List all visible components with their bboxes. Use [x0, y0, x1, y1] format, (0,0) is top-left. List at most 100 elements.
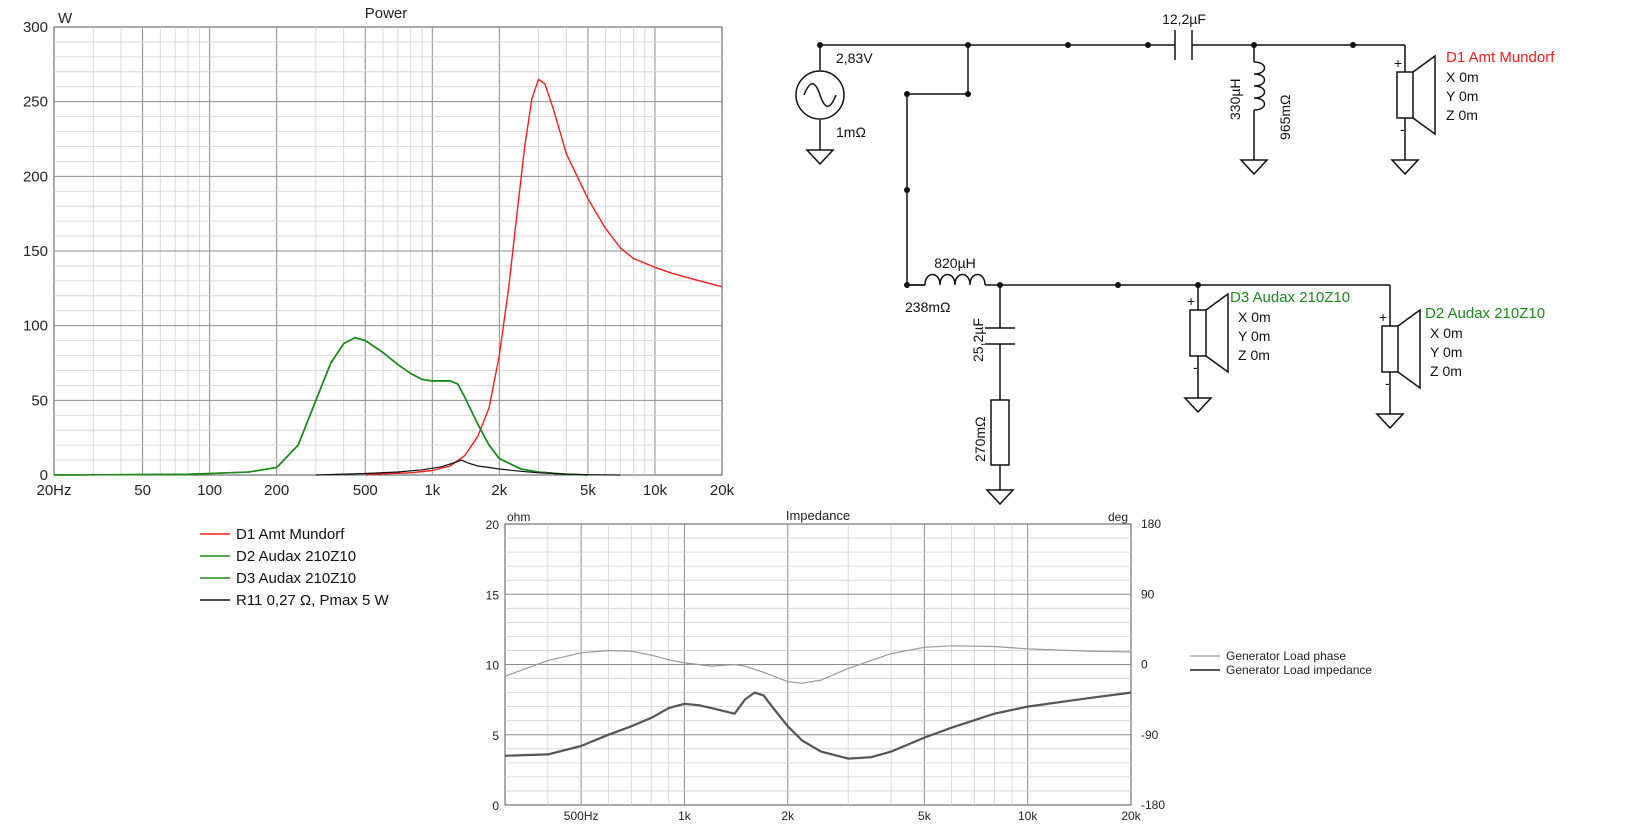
speaker-cone-icon — [1397, 308, 1421, 390]
y2-tick-label: 180 — [1141, 517, 1161, 531]
ground-d2 — [1375, 413, 1405, 430]
y2-tick-label: 90 — [1141, 587, 1155, 601]
x-tick-label: 1k — [678, 809, 692, 823]
d2-plus: + — [1379, 309, 1387, 325]
x-tick-label: 200 — [264, 482, 289, 499]
label-d3-name: D3 Audax 210Z10 — [1230, 289, 1350, 306]
speaker-d1[interactable] — [1396, 54, 1436, 136]
impedance-grid — [505, 524, 1131, 805]
inductor-l1[interactable] — [924, 273, 986, 286]
legend-label-r11: R11 0,27 Ω, Pmax 5 W — [236, 592, 390, 609]
impedance-series — [504, 645, 1132, 760]
schematic-labels: 2,83V 1mΩ 12,2µF 330µH 965mΩ 820µH 238mΩ… — [836, 11, 1555, 462]
x-tick-label: 20k — [710, 482, 735, 499]
d3-minus: - — [1193, 359, 1198, 375]
d1-plus: + — [1394, 55, 1402, 71]
label-d1-name: D1 Amt Mundorf — [1446, 49, 1555, 66]
label-d1-y: Y 0m — [1446, 88, 1478, 104]
impedance-phase-ticks: -180 -90 0 90 180 — [1141, 517, 1165, 812]
label-d3-y: Y 0m — [1238, 328, 1270, 344]
label-source-voltage: 2,83V — [836, 50, 873, 66]
y-tick-label: 100 — [23, 318, 48, 335]
speaker-d3[interactable] — [1189, 292, 1229, 374]
x-tick-label: 500Hz — [564, 809, 599, 823]
speaker-icon — [1396, 71, 1414, 119]
ground-r11 — [985, 489, 1015, 506]
legend-item-d3: D3 Audax 210Z10 — [200, 570, 356, 587]
resistor-r11[interactable] — [990, 399, 1010, 466]
x-tick-label: 1k — [424, 482, 440, 499]
x-tick-label: 2k — [781, 809, 795, 823]
label-l1: 820µH — [934, 255, 976, 271]
x-tick-label: 20Hz — [36, 482, 71, 499]
x-tick-label: 100 — [197, 482, 222, 499]
label-l2: 330µH — [1227, 78, 1243, 120]
y-tick-label: 20 — [486, 518, 500, 532]
d3-plus: + — [1187, 293, 1195, 309]
voltage-source-icon — [795, 70, 845, 120]
crossover-schematic — [795, 30, 1436, 506]
y2-tick-label: -90 — [1141, 728, 1159, 742]
y2-tick-label: -180 — [1141, 798, 1165, 812]
ground-source — [805, 149, 835, 166]
label-r11: 270mΩ — [972, 417, 988, 463]
legend-label-d2: D2 Audax 210Z10 — [236, 548, 356, 565]
capacitor-c1[interactable] — [1174, 30, 1193, 60]
series-line-generator-load-phase — [504, 645, 1132, 684]
speaker-icon — [1189, 309, 1207, 357]
y-tick-label: 5 — [492, 729, 499, 743]
label-d2-y: Y 0m — [1430, 344, 1462, 360]
label-d2-x: X 0m — [1430, 325, 1463, 341]
power-grid — [54, 27, 722, 475]
y-tick-label: 10 — [486, 659, 500, 673]
legend-label-impedance: Generator Load impedance — [1226, 663, 1372, 677]
series-line-r11-0-27-pmax-5-w — [315, 459, 621, 476]
legend-item-d1: D1 Amt Mundorf — [200, 526, 345, 543]
y-tick-label: 150 — [23, 243, 48, 260]
power-series — [53, 78, 723, 476]
ground-l2 — [1239, 159, 1269, 176]
label-l1-resistance: 238mΩ — [905, 299, 951, 315]
legend-item-d2: D2 Audax 210Z10 — [200, 548, 356, 565]
label-source-impedance: 1mΩ — [836, 124, 866, 140]
legend-item-phase: Generator Load phase — [1190, 649, 1346, 663]
x-tick-label: 500 — [353, 482, 378, 499]
legend-item-impedance: Generator Load impedance — [1190, 663, 1372, 677]
voltage-source[interactable] — [795, 70, 845, 120]
y-tick-label: 0 — [492, 799, 499, 813]
capacitor-c2[interactable] — [985, 327, 1015, 345]
junction-dots — [817, 42, 1356, 288]
power-title: Power — [365, 5, 408, 22]
x-tick-label: 5k — [918, 809, 932, 823]
inductor-l2[interactable] — [1253, 61, 1266, 111]
x-tick-label: 5k — [580, 482, 596, 499]
label-d2-z: Z 0m — [1430, 363, 1462, 379]
legend-label-phase: Generator Load phase — [1226, 649, 1346, 663]
speaker-cone-icon — [1205, 292, 1229, 374]
speaker-d2[interactable] — [1381, 308, 1421, 390]
y-tick-label: 300 — [23, 19, 48, 36]
label-c1: 12,2µF — [1162, 11, 1206, 27]
y-tick-label: 50 — [31, 392, 48, 409]
sine-wave-icon — [803, 83, 837, 107]
speaker-cone-icon — [1412, 54, 1436, 136]
impedance-y2-unit: deg — [1108, 510, 1128, 524]
label-d3-x: X 0m — [1238, 309, 1271, 325]
legend-label-d3: D3 Audax 210Z10 — [236, 570, 356, 587]
series-line-d3-audax-210z10 — [53, 336, 588, 476]
x-tick-label: 50 — [134, 482, 151, 499]
x-tick-label: 10k — [643, 482, 668, 499]
label-d1-z: Z 0m — [1446, 107, 1478, 123]
y2-tick-label: 0 — [1141, 658, 1148, 672]
label-d1-x: X 0m — [1446, 69, 1479, 85]
wire-lowpass-feed — [906, 45, 969, 286]
label-l2-resistance: 965mΩ — [1277, 95, 1293, 141]
series-line-d1-amt-mundorf — [365, 78, 723, 475]
impedance-title: Impedance — [786, 508, 850, 523]
impedance-legend: Generator Load phase Generator Load impe… — [1190, 649, 1372, 677]
